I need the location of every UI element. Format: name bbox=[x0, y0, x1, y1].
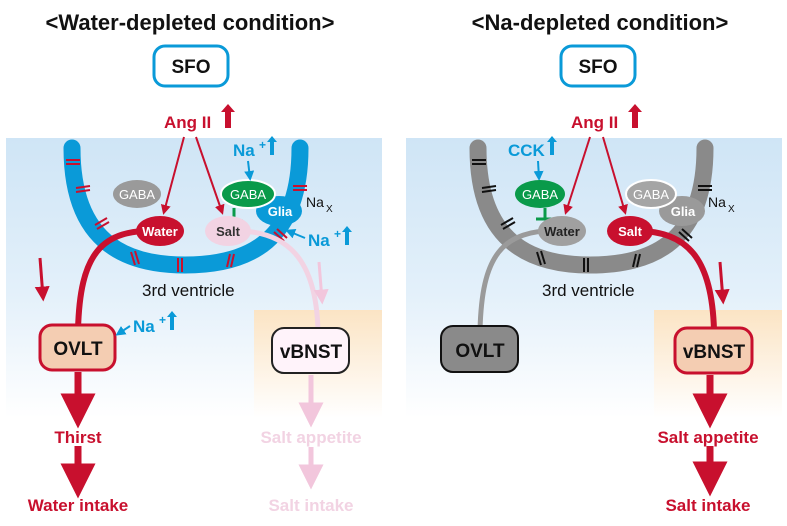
right-ovlt-box bbox=[440, 325, 519, 373]
left-side-red-arrow bbox=[34, 257, 50, 302]
left-panel: <Water-depleted condition> SFO Ang II GA… bbox=[6, 10, 382, 515]
left-nax-sub: X bbox=[326, 204, 333, 215]
right-cck-up-icon bbox=[547, 136, 557, 155]
right-tissue-marks bbox=[472, 159, 712, 272]
right-ang-salt-arrow bbox=[602, 136, 628, 215]
right-ovlt-label: OVLT bbox=[455, 341, 505, 362]
left-sfo-box bbox=[152, 44, 230, 88]
right-vbnst-label: vBNST bbox=[683, 342, 746, 363]
left-glia-label: Glia bbox=[268, 204, 293, 219]
left-ovlt-box bbox=[38, 323, 117, 372]
left-na-ovlt-up-icon bbox=[167, 311, 177, 330]
left-salt-label: Salt bbox=[216, 224, 241, 239]
left-na-ovlt-sup: + bbox=[159, 313, 166, 327]
right-water-neuron bbox=[538, 216, 586, 246]
left-thirst-label: Thirst bbox=[54, 428, 102, 447]
right-salt-intake-label: Salt intake bbox=[665, 496, 750, 515]
left-na-right-label: Na bbox=[308, 231, 330, 250]
left-ovlt-label: OVLT bbox=[53, 339, 103, 360]
left-na-top-arrow bbox=[244, 160, 255, 181]
right-nax-label: Na bbox=[708, 194, 726, 210]
right-ang-water-arrow bbox=[563, 136, 591, 215]
left-ang-salt-arrow bbox=[195, 136, 225, 215]
left-vbnst-box bbox=[271, 327, 350, 374]
right-cck-label: CCK bbox=[508, 141, 546, 160]
left-water-label: Water bbox=[142, 224, 178, 239]
right-title: <Na-depleted condition> bbox=[472, 10, 729, 35]
right-sfo-box bbox=[559, 44, 637, 88]
left-water-neuron bbox=[136, 216, 184, 246]
left-side-pink-arrow bbox=[313, 261, 329, 305]
right-sfo-label: SFO bbox=[578, 57, 617, 78]
left-ventricle-label: 3rd ventricle bbox=[142, 281, 235, 300]
left-gaba-green-label: GABA bbox=[230, 187, 266, 202]
left-ang-up-icon bbox=[221, 104, 235, 128]
left-vbnst-label: vBNST bbox=[280, 342, 343, 363]
left-ang-water-arrow bbox=[160, 136, 185, 215]
left-salt-intake-label: Salt intake bbox=[268, 496, 353, 515]
left-tissue-marks bbox=[66, 159, 307, 272]
right-salt-neuron bbox=[607, 216, 653, 246]
right-salt-label: Salt bbox=[618, 224, 643, 239]
left-ang-label: Ang II bbox=[164, 113, 211, 132]
left-sfo-label: SFO bbox=[171, 57, 210, 78]
left-na-top-label: Na bbox=[233, 141, 255, 160]
right-cck-arrow bbox=[533, 160, 544, 181]
right-gaba-gray-label: GABA bbox=[633, 187, 669, 202]
right-ventricle-label: 3rd ventricle bbox=[542, 281, 635, 300]
left-na-ovlt-label: Na bbox=[133, 317, 155, 336]
left-title: <Water-depleted condition> bbox=[46, 10, 335, 35]
right-vbnst-box bbox=[673, 326, 754, 375]
right-ang-label: Ang II bbox=[571, 113, 618, 132]
left-salt-neuron bbox=[205, 216, 251, 246]
right-salt-appetite-label: Salt appetite bbox=[657, 428, 758, 447]
left-gaba-gray-label: GABA bbox=[119, 187, 155, 202]
left-na-right-arrow bbox=[285, 229, 306, 239]
right-glia-label: Glia bbox=[671, 204, 696, 219]
left-na-right-up-icon bbox=[342, 226, 352, 245]
left-gaba-gray bbox=[113, 180, 161, 208]
left-na-right-sup: + bbox=[334, 227, 341, 241]
left-salt-appetite-label: Salt appetite bbox=[260, 428, 361, 447]
right-side-red-arrow bbox=[714, 261, 730, 305]
right-gaba-gray bbox=[625, 179, 677, 209]
left-na-top-sup: + bbox=[259, 138, 266, 152]
right-ang-up-icon bbox=[628, 104, 642, 128]
right-gaba-green bbox=[515, 180, 565, 208]
left-nax-label: Na bbox=[306, 194, 324, 210]
right-panel: <Na-depleted condition> SFO Ang II CCK bbox=[406, 10, 782, 515]
right-gaba-green-label: GABA bbox=[522, 187, 558, 202]
right-nax-sub: X bbox=[728, 204, 735, 215]
left-na-ovlt-arrow bbox=[115, 325, 131, 336]
right-water-label: Water bbox=[544, 224, 580, 239]
left-water-intake-label: Water intake bbox=[28, 496, 128, 515]
left-na-top-up-icon bbox=[267, 136, 277, 155]
